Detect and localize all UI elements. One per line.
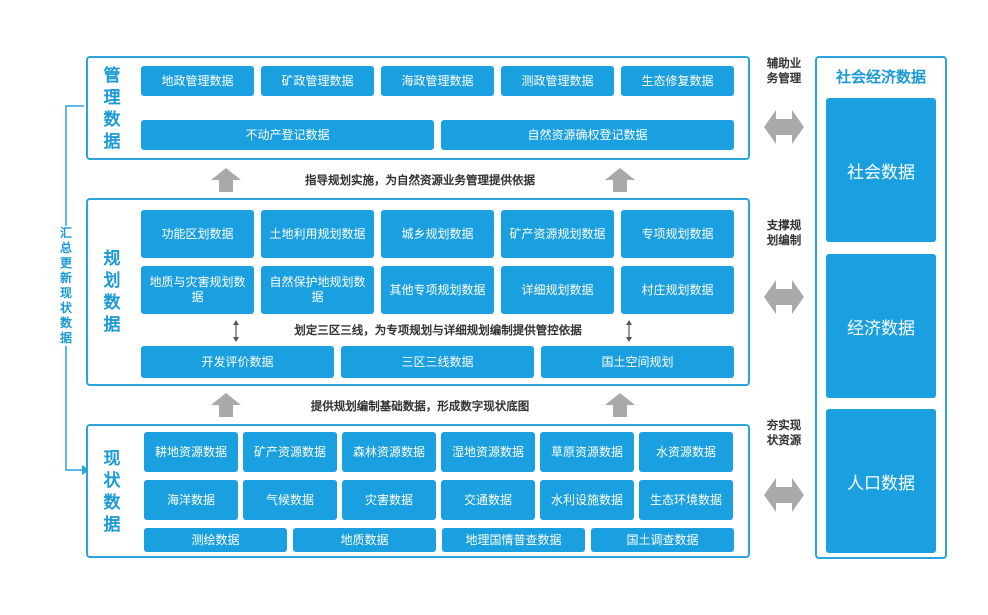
double-arrow-right xyxy=(626,320,632,342)
status-data-title: 现状数据 xyxy=(103,449,121,535)
box-climate: 气候数据 xyxy=(243,480,337,520)
box-three-zones-lines: 三区三线数据 xyxy=(341,346,534,378)
status-data-panel: 现状数据 耕地资源数据 矿产资源数据 森林资源数据 湿地资源数据 草原资源数据 … xyxy=(86,424,750,558)
label-consolidate-status: 夯实现状资源 xyxy=(766,418,802,447)
box-water-resource: 水资源数据 xyxy=(639,432,733,472)
double-arrow-left xyxy=(233,320,239,342)
up-arrow-left-1 xyxy=(211,168,241,192)
box-village-plan: 村庄规划数据 xyxy=(621,266,734,314)
box-population-data: 人口数据 xyxy=(826,409,936,553)
box-real-estate-registration: 不动产登记数据 xyxy=(141,120,434,150)
label-assist-management: 辅助业务管理 xyxy=(766,56,802,85)
socio-economic-title: 社会经济数据 xyxy=(835,68,926,86)
box-detailed-plan: 详细规划数据 xyxy=(501,266,614,314)
box-nature-reserve-plan: 自然保护地规划数据 xyxy=(261,266,374,314)
box-forest-resource: 森林资源数据 xyxy=(342,432,436,472)
guide-caption: 指导规划实施，为自然资源业务管理提供依据 xyxy=(305,173,535,187)
up-arrow-right-2 xyxy=(605,393,635,417)
box-land-survey: 国土调查数据 xyxy=(591,528,734,552)
box-function-zoning: 功能区划数据 xyxy=(141,210,254,258)
box-development-evaluation: 开发评价数据 xyxy=(141,346,334,378)
box-territorial-spatial-plan: 国土空间规划 xyxy=(541,346,734,378)
double-arrow-status xyxy=(764,478,804,512)
box-eco-restoration: 生态修复数据 xyxy=(621,66,734,96)
box-wetland-resource: 湿地资源数据 xyxy=(441,432,535,472)
box-mineral-plan: 矿产资源规划数据 xyxy=(501,210,614,258)
management-data-title: 管理数据 xyxy=(103,66,121,152)
box-mineral-admin: 矿政管理数据 xyxy=(261,66,374,96)
box-grassland-resource: 草原资源数据 xyxy=(540,432,634,472)
box-disaster: 灾害数据 xyxy=(342,480,436,520)
box-economic-data: 经济数据 xyxy=(826,254,936,398)
up-arrow-left-2 xyxy=(211,393,241,417)
box-urban-rural-plan: 城乡规划数据 xyxy=(381,210,494,258)
box-eco-environment: 生态环境数据 xyxy=(639,480,733,520)
box-farmland-resource: 耕地资源数据 xyxy=(144,432,238,472)
box-resource-rights-registration: 自然资源确权登记数据 xyxy=(441,120,734,150)
socio-economic-panel: 社会经济数据 社会数据 经济数据 人口数据 xyxy=(815,56,947,559)
label-support-planning: 支撑规划编制 xyxy=(766,218,802,247)
summary-update-label: 汇总更新现状数据 xyxy=(59,226,73,346)
box-geology: 地质数据 xyxy=(293,528,436,552)
double-arrow-management xyxy=(764,110,804,144)
box-ocean: 海洋数据 xyxy=(144,480,238,520)
provide-caption: 提供规划编制基础数据，形成数字现状底图 xyxy=(310,399,530,413)
box-mineral-resource: 矿产资源数据 xyxy=(243,432,337,472)
box-survey-admin: 测政管理数据 xyxy=(501,66,614,96)
box-water-facility: 水利设施数据 xyxy=(540,480,634,520)
box-geo-disaster-plan: 地质与灾害规划数据 xyxy=(141,266,254,314)
box-sea-admin: 海政管理数据 xyxy=(381,66,494,96)
box-special-plan: 专项规划数据 xyxy=(621,210,734,258)
planning-data-title: 规划数据 xyxy=(103,249,121,335)
management-data-panel: 管理数据 地政管理数据 矿政管理数据 海政管理数据 测政管理数据 生态修复数据 … xyxy=(86,56,750,160)
up-arrow-right-1 xyxy=(605,168,635,192)
box-land-admin: 地政管理数据 xyxy=(141,66,254,96)
box-other-special-plan: 其他专项规划数据 xyxy=(381,266,494,314)
planning-data-panel: 规划数据 功能区划数据 土地利用规划数据 城乡规划数据 矿产资源规划数据 专项规… xyxy=(86,198,750,386)
box-land-use-plan: 土地利用规划数据 xyxy=(261,210,374,258)
box-geo-census: 地理国情普查数据 xyxy=(442,528,585,552)
delineate-caption: 划定三区三线，为专项规划与详细规划编制提供管控依据 xyxy=(294,323,582,337)
box-traffic: 交通数据 xyxy=(441,480,535,520)
double-arrow-planning xyxy=(764,280,804,314)
box-social-data: 社会数据 xyxy=(826,98,936,242)
box-surveying-mapping: 测绘数据 xyxy=(144,528,287,552)
